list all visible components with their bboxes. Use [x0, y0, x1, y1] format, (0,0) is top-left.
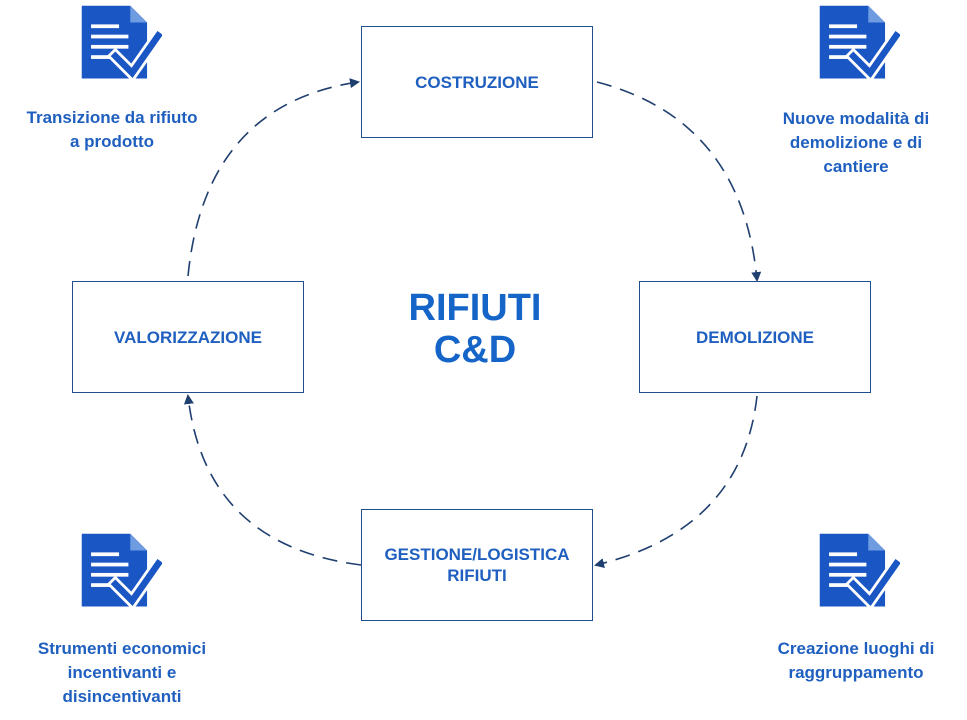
document-checkmark-icon — [78, 530, 162, 614]
stage-gestione-label: GESTIONE/LOGISTICA RIFIUTI — [384, 545, 570, 585]
note-bottom-right: Creazione luoghi di raggruppamento — [777, 639, 935, 682]
arrow-gestione-to-valorizzazione — [183, 394, 362, 566]
center-title-line1: RIFIUTI — [408, 287, 542, 329]
stage-costruzione-label: COSTRUZIONE — [415, 72, 539, 92]
note-top-left: Transizione da rifiuto a prodotto — [26, 108, 198, 151]
stage-demolizione: DEMOLIZIONE — [639, 281, 871, 393]
document-checkmark-icon — [816, 2, 900, 86]
document-checkmark-icon — [816, 530, 900, 614]
center-title: RIFIUTI C&D — [330, 287, 620, 371]
arrow-costruzione-to-demolizione — [596, 81, 762, 282]
note-bottom-left: Strumenti economici incentivanti e disin… — [37, 639, 207, 706]
center-title-line2: C&D — [433, 329, 517, 371]
stage-gestione-logistica: GESTIONE/LOGISTICA RIFIUTI — [361, 509, 593, 621]
stage-valorizzazione: VALORIZZAZIONE — [72, 281, 304, 393]
arrow-valorizzazione-to-costruzione — [187, 78, 360, 277]
stage-valorizzazione-label: VALORIZZAZIONE — [114, 327, 262, 347]
arrow-demolizione-to-gestione — [594, 395, 758, 568]
note-top-right: Nuove modalità di demolizione e di canti… — [782, 109, 930, 176]
stage-costruzione: COSTRUZIONE — [361, 26, 593, 138]
stage-demolizione-label: DEMOLIZIONE — [695, 327, 815, 347]
document-checkmark-icon — [78, 2, 162, 86]
